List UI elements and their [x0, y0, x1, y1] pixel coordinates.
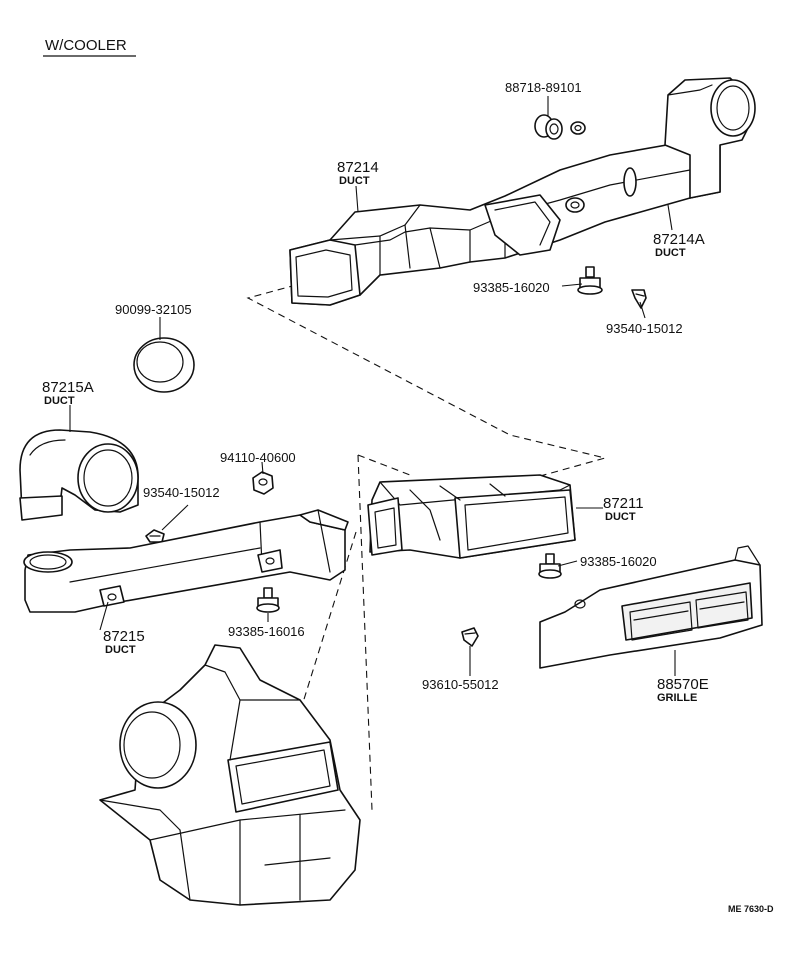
label-87215A-name: DUCT — [44, 395, 75, 407]
label-87211-name: DUCT — [605, 511, 636, 523]
label-94110-40600: 94110-40600 — [220, 450, 296, 465]
drawing-code: ME 7630-D — [728, 904, 774, 914]
label-93540-15012-lower: 93540-15012 — [143, 485, 220, 500]
label-87211: 87211 — [603, 495, 644, 512]
bolt-93385-16020-upper-part[interactable] — [577, 266, 603, 295]
clip-88718-part[interactable] — [534, 114, 586, 140]
cap-90099-32105-part[interactable] — [133, 337, 195, 393]
label-93540-15012-upper: 93540-15012 — [606, 321, 683, 336]
duct-87214A-part[interactable] — [565, 77, 756, 213]
diagram-title: W/COOLER — [45, 37, 127, 54]
label-87214A: 87214A — [653, 231, 705, 248]
leader-lines — [69, 96, 676, 676]
label-88718-89101: 88718-89101 — [505, 80, 582, 95]
label-87215: 87215 — [103, 628, 145, 645]
nut-94110-40600-part[interactable] — [252, 471, 274, 495]
label-87214: 87214 — [337, 159, 379, 176]
screw-93540-15012-lower-part[interactable] — [145, 529, 165, 543]
grille-88570E-part[interactable] — [539, 545, 763, 669]
label-88570E-name: GRILLE — [657, 692, 697, 704]
label-93385-16020-upper: 93385-16020 — [473, 280, 550, 295]
duct-87214-part[interactable] — [289, 139, 721, 306]
screw-93540-15012-upper-part[interactable] — [631, 289, 647, 309]
label-88570E: 88570E — [657, 676, 709, 693]
label-87214-name: DUCT — [339, 175, 370, 187]
label-93385-16016: 93385-16016 — [228, 624, 305, 639]
label-93385-16020-lower: 93385-16020 — [580, 554, 657, 569]
duct-87211-part[interactable] — [367, 474, 576, 559]
label-87215A: 87215A — [42, 379, 94, 396]
bolt-93385-16016-part[interactable] — [256, 587, 280, 613]
label-90099-32105: 90099-32105 — [115, 302, 192, 317]
label-87215-name: DUCT — [105, 644, 136, 656]
label-93610-55012: 93610-55012 — [422, 677, 499, 692]
label-87214A-name: DUCT — [655, 247, 686, 259]
bolt-93385-16020-lower-part[interactable] — [538, 553, 562, 579]
duct-87215-part[interactable] — [23, 509, 349, 613]
screw-93610-55012-part[interactable] — [461, 627, 479, 647]
part-labels: 88718-89101 87214 DUCT 87214A DUCT 93385… — [42, 80, 774, 914]
duct-87215A-part[interactable] — [19, 429, 139, 521]
heater-unit-assembly — [99, 644, 361, 906]
